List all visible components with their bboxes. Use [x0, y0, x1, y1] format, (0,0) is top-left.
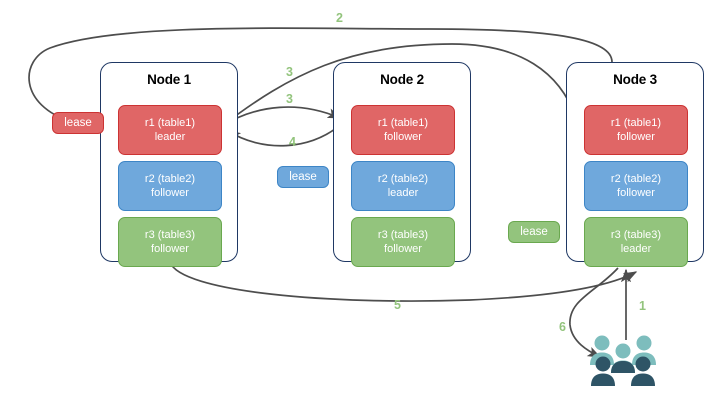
replica-label-line1: r2 (table2)	[144, 173, 196, 185]
edge-3-node1-to-node2	[221, 106, 342, 127]
replica-label-line1: r2 (table2)	[377, 173, 429, 185]
lease-badge-r2[interactable]: lease	[277, 166, 329, 188]
replica-node2-r2[interactable]: r2 (table2) leader	[351, 161, 455, 211]
node-card-node-1[interactable]: Node 1 r1 (table1) leader r2 (table2) fo…	[100, 62, 238, 267]
replica-label-line1: r1 (table1)	[377, 117, 429, 129]
edge-3-node1-to-node3	[221, 43, 577, 127]
edge-4-node2-to-node1	[226, 121, 345, 147]
edge-5-node1-to-node3	[169, 261, 638, 302]
node-title: Node 3	[613, 72, 657, 87]
replica-node3-r3[interactable]: r3 (table3) leader	[584, 217, 688, 267]
lease-badge-r3[interactable]: lease	[508, 221, 560, 243]
replica-node3-r2[interactable]: r2 (table2) follower	[584, 161, 688, 211]
replica-node1-r1[interactable]: r1 (table1) leader	[118, 105, 222, 155]
edge-6-node3-to-clients	[569, 267, 619, 358]
node-card-node-3[interactable]: Node 3 r1 (table1) follower r2 (table2) …	[566, 62, 704, 267]
users-group-icon	[590, 335, 656, 386]
replica-node1-r2[interactable]: r2 (table2) follower	[118, 161, 222, 211]
node-card-node-2[interactable]: Node 2 r1 (table1) follower r2 (table2) …	[333, 62, 471, 267]
replica-label-line1: r3 (table3)	[377, 229, 429, 241]
replica-node2-r3[interactable]: r3 (table3) follower	[351, 217, 455, 267]
replica-label-line2: leader	[154, 131, 186, 143]
replica-label-line1: r3 (table3)	[144, 229, 196, 241]
replica-label-line2: follower	[617, 187, 655, 199]
replica-label-line1: r3 (table3)	[610, 229, 662, 241]
step-label-2: 2	[336, 11, 343, 25]
node-title: Node 2	[380, 72, 424, 87]
edge-2-lease-r1	[28, 27, 613, 124]
replica-label-line2: follower	[151, 243, 189, 255]
node-title: Node 1	[147, 72, 191, 87]
replica-label-line2: follower	[384, 243, 422, 255]
replica-label-line1: r1 (table1)	[610, 117, 662, 129]
step-label-6: 6	[559, 320, 566, 334]
replica-label-line1: r1 (table1)	[144, 117, 196, 129]
replica-label-line2: follower	[384, 131, 422, 143]
replica-label-line2: follower	[617, 131, 655, 143]
step-label-4: 4	[289, 135, 296, 149]
replica-node1-r3[interactable]: r3 (table3) follower	[118, 217, 222, 267]
step-label-1: 1	[639, 299, 646, 313]
replica-label-line2: leader	[620, 243, 652, 255]
replica-label-line2: follower	[151, 187, 189, 199]
replica-label-line2: leader	[387, 187, 419, 199]
user-figure-front-right	[631, 356, 655, 386]
replica-node2-r1[interactable]: r1 (table1) follower	[351, 105, 455, 155]
lease-badge-r1[interactable]: lease	[52, 112, 104, 134]
user-figure-front-center	[611, 361, 635, 373]
user-figure-front-left	[591, 356, 615, 386]
replica-label-line1: r2 (table2)	[610, 173, 662, 185]
step-label-3b: 3	[286, 92, 293, 106]
step-label-5: 5	[394, 298, 401, 312]
step-label-3a: 3	[286, 65, 293, 79]
replica-node3-r1[interactable]: r1 (table1) follower	[584, 105, 688, 155]
